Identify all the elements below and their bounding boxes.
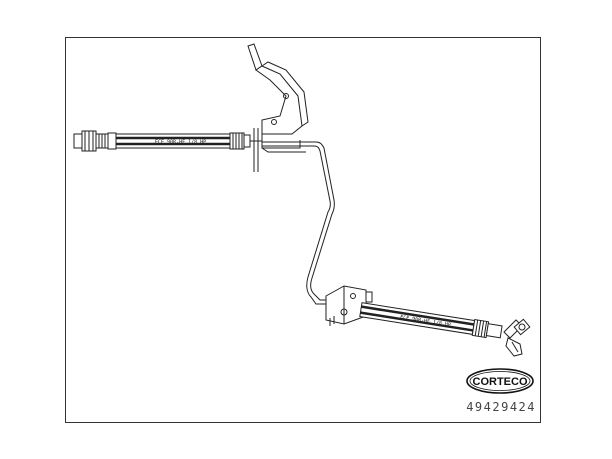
upper-left-fitting	[73, 130, 117, 152]
corteco-logo: CORTECO	[466, 368, 534, 394]
logo-text: CORTECO	[473, 376, 528, 388]
upper-hose: ECE 90R-HF 1/8 HP	[115, 133, 231, 149]
upper-right-fitting	[229, 128, 262, 172]
upper-bracket	[247, 43, 309, 153]
rigid-brake-line	[262, 141, 335, 305]
lower-junction-block	[325, 285, 373, 326]
part-number: 49429424	[466, 400, 536, 414]
drawing-frame	[65, 37, 541, 423]
lower-hose: ECE 90R-HF 1/8 HP	[359, 302, 503, 339]
lower-right-fitting	[503, 318, 531, 357]
upper-hose-marking: ECE 90R-HF 1/8 HP	[155, 140, 206, 146]
